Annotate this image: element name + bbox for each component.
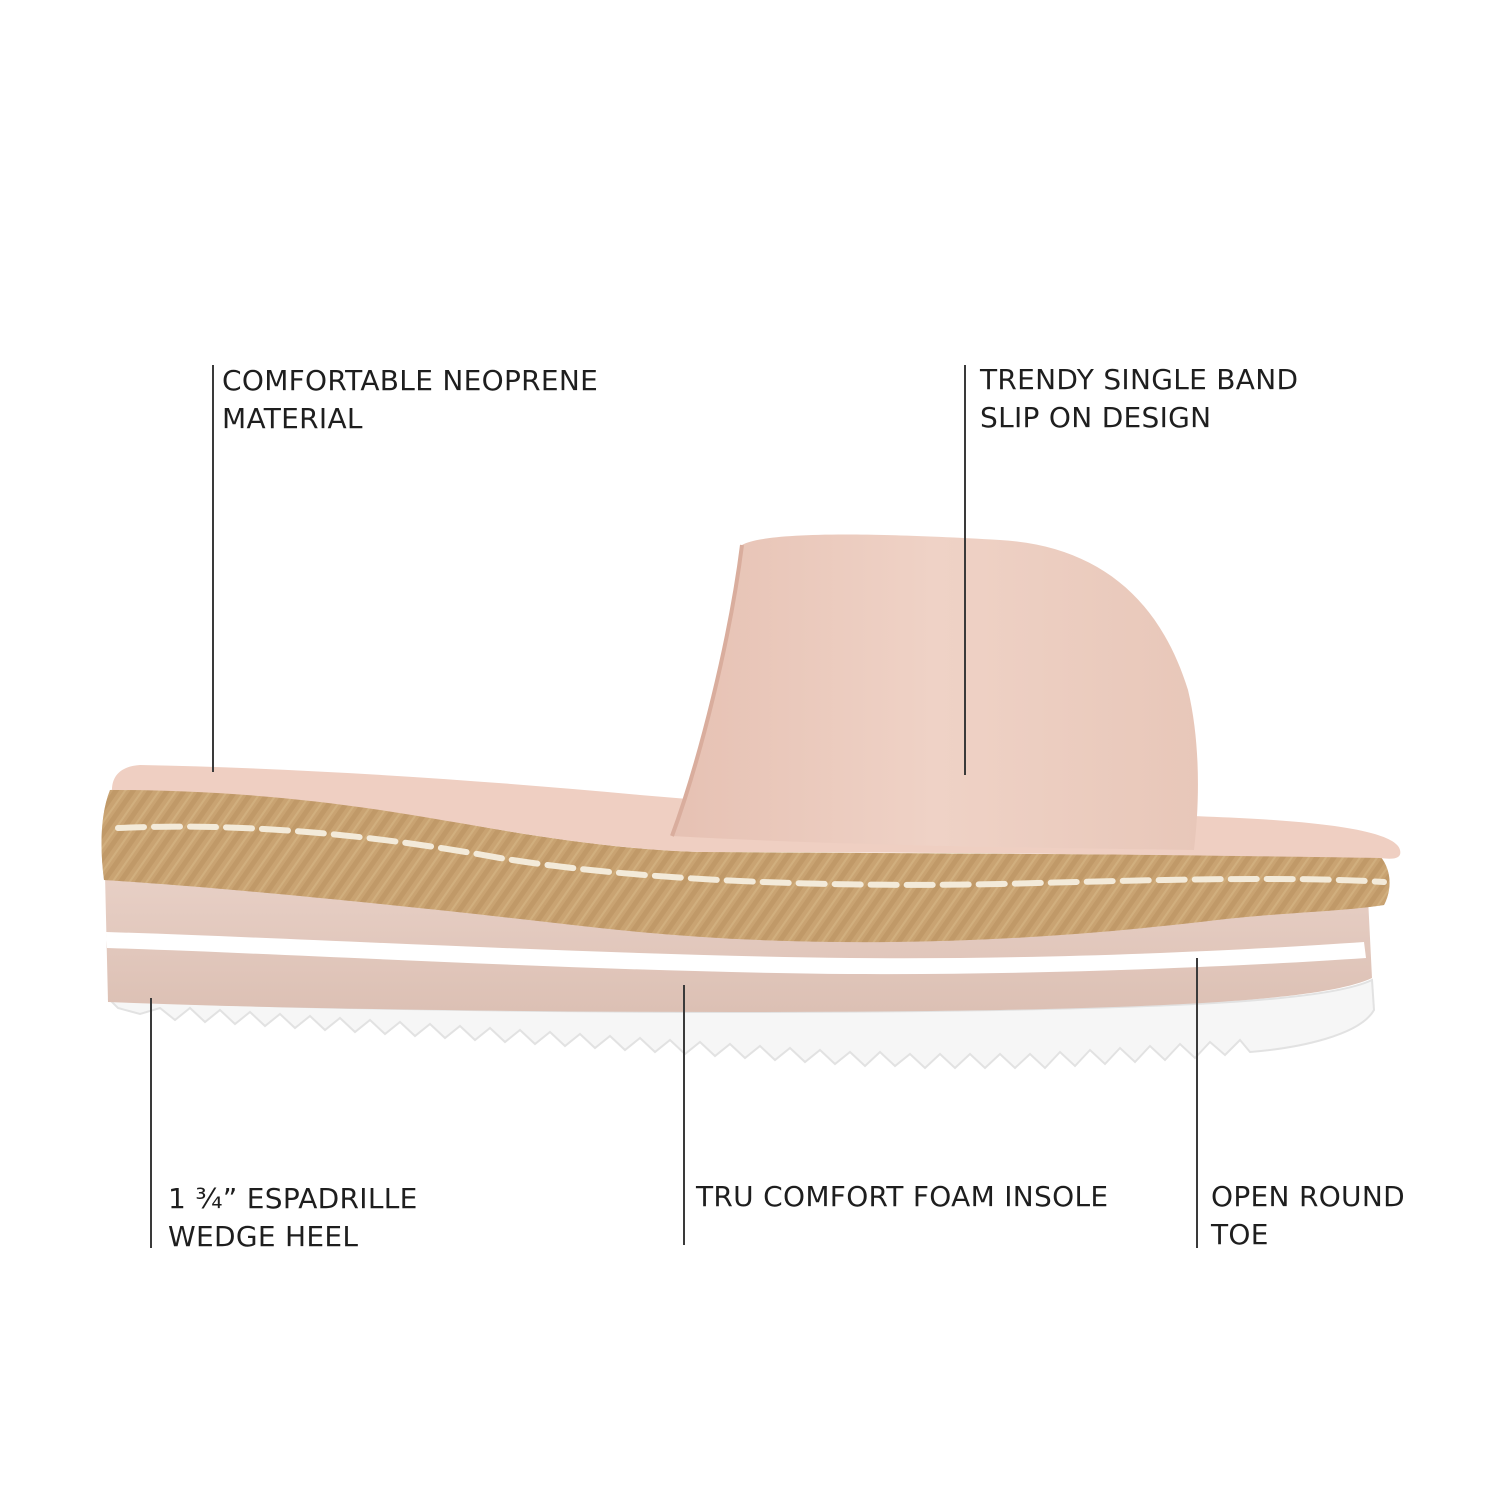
jute-wrap — [101, 788, 1390, 943]
callout-material-line2: MATERIAL — [222, 402, 363, 435]
callout-heel: 1 ¾” ESPADRILLE WEDGE HEEL — [168, 1180, 418, 1256]
callout-toe-line2: TOE — [1211, 1218, 1269, 1251]
callout-line-insole — [683, 985, 685, 1245]
callout-line-design — [964, 365, 966, 775]
callout-material: COMFORTABLE NEOPRENE MATERIAL — [222, 362, 598, 438]
callout-toe-line1: OPEN ROUND — [1211, 1180, 1405, 1213]
callout-design-line1: TRENDY SINGLE BAND — [980, 363, 1299, 396]
sandal-band — [672, 534, 1198, 850]
callout-design: TRENDY SINGLE BAND SLIP ON DESIGN — [980, 361, 1298, 437]
callout-insole: TRU COMFORT FOAM INSOLE — [696, 1178, 1108, 1216]
callout-line-toe — [1196, 958, 1198, 1248]
callout-toe: OPEN ROUND TOE — [1211, 1178, 1405, 1254]
callout-heel-line1: 1 ¾” ESPADRILLE — [168, 1182, 418, 1215]
callout-heel-line2: WEDGE HEEL — [168, 1220, 359, 1253]
midsole-stripe — [106, 932, 1366, 975]
midsole — [105, 875, 1372, 1013]
callout-line-material — [212, 365, 214, 772]
callout-design-line2: SLIP ON DESIGN — [980, 401, 1212, 434]
callout-line-heel — [150, 998, 152, 1248]
jute-stitch — [115, 823, 1387, 888]
callout-material-line1: COMFORTABLE NEOPRENE — [222, 364, 599, 397]
callout-insole-line1: TRU COMFORT FOAM INSOLE — [696, 1180, 1109, 1213]
